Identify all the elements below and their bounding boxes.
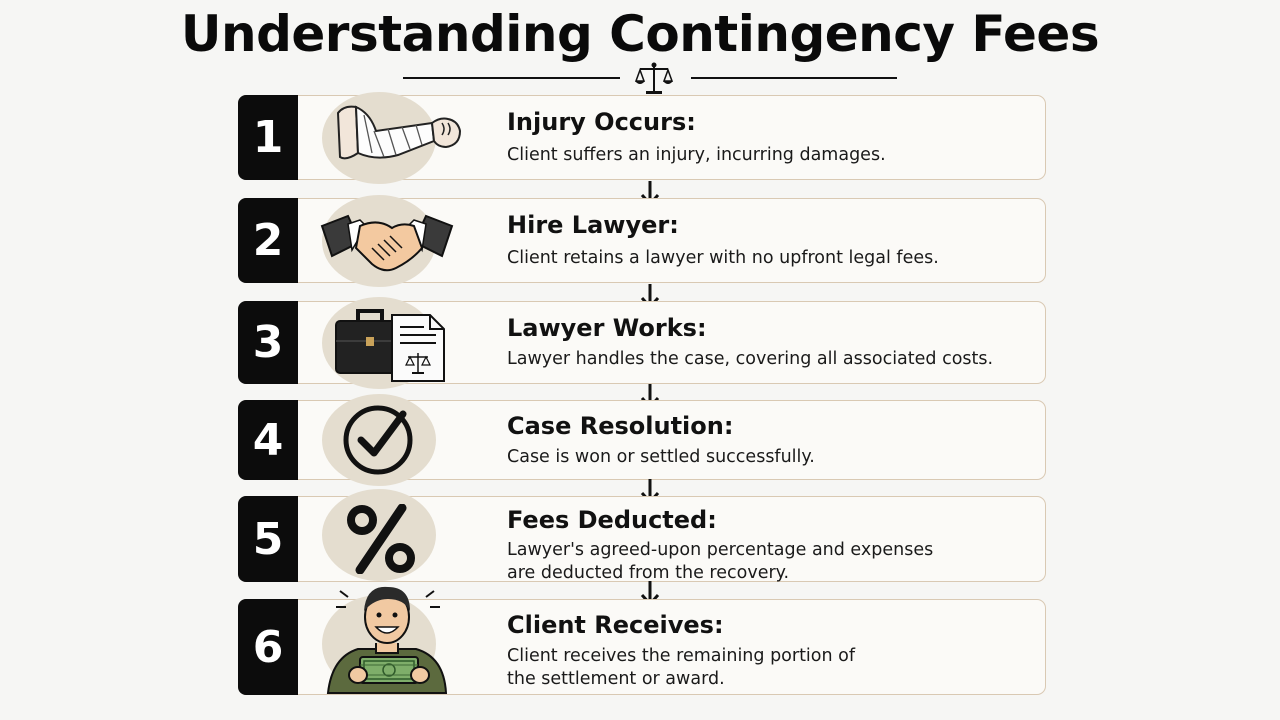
step-heading: Client Receives: [507, 611, 724, 639]
checkmark-icon [343, 405, 413, 475]
step-2: 2 Hire Lawyer: Client retains a lawyer w… [238, 195, 1048, 287]
step-heading: Injury Occurs: [507, 108, 696, 136]
step-number: 2 [238, 198, 298, 283]
step-description: Case is won or settled successfully. [507, 447, 815, 467]
step-description: Client suffers an injury, incurring dama… [507, 145, 886, 165]
title-divider-right [691, 77, 897, 79]
step-description: Client receives the remaining portion of [507, 646, 856, 666]
step-number: 4 [238, 400, 298, 480]
step-description: Lawyer's agreed-upon percentage and expe… [507, 540, 934, 560]
step-description: Client retains a lawyer with no upfront … [507, 248, 939, 268]
step-5: 5 Fees Deducted: Lawyer's agreed-upon pe… [238, 489, 1048, 583]
step-description: Lawyer handles the case, covering all as… [507, 349, 994, 369]
step-heading: Case Resolution: [507, 412, 734, 440]
page-title: Understanding Contingency Fees [180, 5, 1100, 63]
step-description: the settlement or award. [507, 669, 725, 689]
step-heading: Fees Deducted: [507, 506, 717, 534]
step-1: 1 Injury Occurs: Client suffers an injur… [238, 92, 1048, 184]
title-divider-left [403, 77, 620, 79]
step-heading: Lawyer Works: [507, 314, 707, 342]
scales-of-justice-icon [634, 62, 674, 94]
handshake-icon [320, 214, 454, 272]
step-description: are deducted from the recovery. [507, 563, 790, 583]
step-number: 5 [238, 496, 298, 582]
bandaged-arm-icon [336, 105, 462, 160]
step-number: 6 [238, 599, 298, 695]
step-number: 3 [238, 301, 298, 384]
step-6: 6 Client Receives: Client receives the r… [238, 586, 1048, 695]
step-heading: Hire Lawyer: [507, 211, 679, 239]
briefcase-document-icon [335, 309, 445, 382]
person-with-money-icon [326, 586, 448, 694]
step-number: 1 [238, 95, 298, 180]
percent-icon [347, 504, 415, 574]
step-4: 4 Case Resolution: Case is won or settle… [238, 394, 1048, 486]
step-3: 3 Lawyer Works: Lawyer handles the case,… [238, 297, 1048, 389]
